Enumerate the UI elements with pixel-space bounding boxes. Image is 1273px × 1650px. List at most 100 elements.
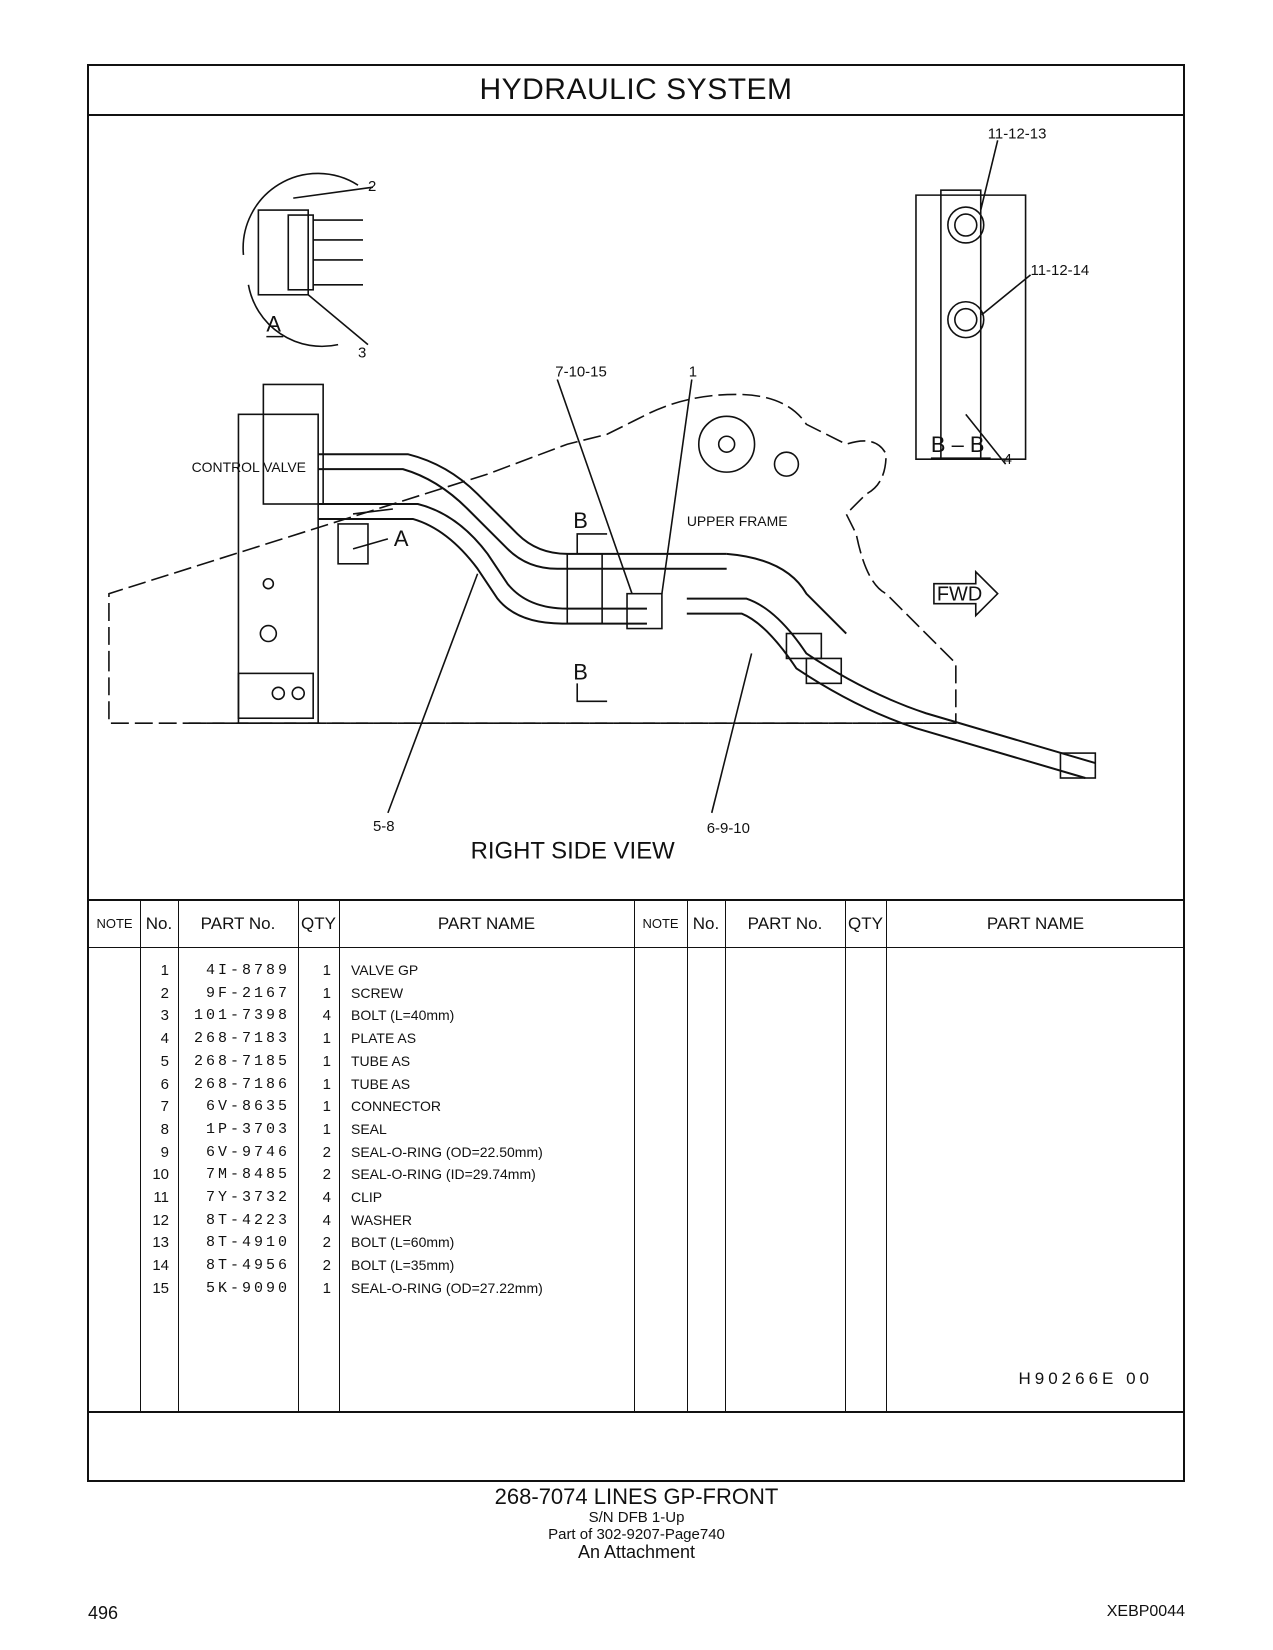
row-part-name: CLIP <box>351 1189 383 1205</box>
caption-attachment: An Attachment <box>577 1542 696 1562</box>
row-quantity: 1 <box>322 962 331 979</box>
fwd-label: FWD <box>937 584 982 606</box>
parts-table: NOTE No. PART No. QTY PART NAME NOTE No.… <box>89 899 1183 1413</box>
header-partname-right: PART NAME <box>986 914 1085 933</box>
row-number: 15 <box>152 1279 169 1297</box>
row-number: 7 <box>160 1098 169 1116</box>
row-part-number: 9F-2167 <box>205 984 290 1002</box>
row-part-name: BOLT (L=40mm) <box>351 1007 455 1024</box>
document-code: XEBP0044 <box>1106 1603 1185 1620</box>
row-number: 3 <box>160 1007 169 1025</box>
row-number: 14 <box>152 1257 169 1275</box>
row-number: 4 <box>160 1030 169 1048</box>
col-qty-right <box>845 901 887 1411</box>
header-partno-right: PART No. <box>747 914 823 933</box>
header-partno-left: PART No. <box>200 914 276 933</box>
header-no-right: No. <box>692 914 720 933</box>
row-quantity: 1 <box>322 1279 331 1297</box>
col-no-left <box>140 901 179 1411</box>
col-partno-right <box>725 901 846 1411</box>
callout-7-10-15: 7-10-15 <box>555 363 607 380</box>
drawing-code: H90266E 00 <box>1018 1369 1153 1388</box>
row-number: 6 <box>160 1075 169 1093</box>
row-part-name: SEAL <box>351 1120 387 1137</box>
row-part-number: 5K-9090 <box>205 1279 290 1297</box>
header-note-right: NOTE <box>642 916 679 931</box>
col-qty-left <box>298 901 340 1411</box>
row-part-number: 8T-4910 <box>205 1234 290 1252</box>
row-part-name: BOLT (L=60mm) <box>351 1234 455 1251</box>
callout-5-8: 5-8 <box>373 818 395 835</box>
row-quantity: 1 <box>322 1030 331 1048</box>
row-part-number: 1P-3703 <box>205 1120 290 1138</box>
control-valve-label: CONTROL VALVE <box>192 459 306 475</box>
row-quantity: 4 <box>322 1189 331 1206</box>
header-note-left: NOTE <box>96 916 133 931</box>
row-number: 13 <box>152 1234 169 1252</box>
header-no-left: No. <box>145 914 173 933</box>
callout-11-12-14: 11-12-14 <box>1031 262 1090 279</box>
row-number: 1 <box>160 962 169 979</box>
page-title: HYDRAULIC SYSTEM <box>89 66 1183 116</box>
row-part-number: 8T-4956 <box>205 1257 290 1275</box>
col-partno-left <box>178 901 299 1411</box>
row-part-name: SCREW <box>351 984 404 1001</box>
row-part-number: 7Y-3732 <box>205 1189 290 1206</box>
section-b-bottom: B <box>573 659 588 684</box>
caption-part-of: Part of 302-9207-Page740 <box>548 1526 725 1543</box>
header-qty-left: QTY <box>301 914 336 933</box>
callout-11-12-13: 11-12-13 <box>988 125 1047 142</box>
row-part-number: 6V-8635 <box>205 1098 290 1116</box>
col-no-right <box>687 901 726 1411</box>
callout-1: 1 <box>689 363 697 380</box>
row-part-name: PLATE AS <box>351 1030 417 1047</box>
row-number: 2 <box>160 984 169 1002</box>
row-number: 12 <box>152 1211 169 1229</box>
row-part-number: 4I-8789 <box>205 962 290 979</box>
row-quantity: 1 <box>322 1075 331 1093</box>
callout-3: 3 <box>358 345 366 362</box>
row-part-name: BOLT (L=35mm) <box>351 1257 455 1274</box>
view-caption: RIGHT SIDE VIEW <box>471 838 676 865</box>
row-part-number: 6V-9746 <box>205 1143 290 1161</box>
row-part-name: CONNECTOR <box>351 1098 441 1115</box>
section-bb-label: B – B <box>931 432 985 457</box>
col-note-right <box>634 901 688 1411</box>
callout-6-9-10: 6-9-10 <box>707 820 750 837</box>
row-part-name: TUBE AS <box>351 1052 411 1069</box>
row-quantity: 1 <box>322 1052 331 1070</box>
row-quantity: 4 <box>322 1007 331 1025</box>
header-qty-right: QTY <box>848 914 883 933</box>
row-number: 5 <box>160 1052 169 1070</box>
hydraulic-drawing: A 2 3 CONTROL VALVE A 7-10-15 1 B B UPPE… <box>89 114 1183 899</box>
detail-a-label: A <box>266 312 281 337</box>
callout-4: 4 <box>1004 451 1012 468</box>
row-number: 11 <box>153 1189 169 1206</box>
detail-a-outline <box>242 172 359 255</box>
row-number: 8 <box>160 1120 169 1138</box>
caption-title: 268-7074 LINES GP-FRONT <box>494 1484 779 1509</box>
row-quantity: 2 <box>322 1234 331 1252</box>
row-quantity: 4 <box>322 1211 331 1229</box>
arrow-a-label: A <box>394 526 409 551</box>
row-part-number: 8T-4223 <box>205 1211 290 1229</box>
row-part-number: 268-7186 <box>193 1075 290 1093</box>
row-quantity: 2 <box>322 1143 331 1161</box>
row-quantity: 1 <box>322 1120 331 1138</box>
page-number: 496 <box>88 1603 119 1623</box>
row-part-name: SEAL-O-RING (OD=27.22mm) <box>351 1279 543 1296</box>
row-part-name: VALVE GP <box>351 962 419 978</box>
parts-page-frame: HYDRAULIC SYSTEM <box>87 64 1185 1482</box>
row-part-name: TUBE AS <box>351 1075 411 1092</box>
col-note-left <box>89 901 141 1411</box>
row-quantity: 2 <box>322 1166 331 1184</box>
row-quantity: 1 <box>322 1098 331 1116</box>
row-part-name: SEAL-O-RING (OD=22.50mm) <box>351 1143 543 1160</box>
section-b-top: B <box>573 508 588 533</box>
header-partname-left: PART NAME <box>437 914 536 933</box>
col-name-left <box>339 901 635 1411</box>
row-quantity: 2 <box>322 1257 331 1275</box>
row-number: 10 <box>152 1166 169 1184</box>
upper-frame-label: UPPER FRAME <box>687 513 788 529</box>
row-number: 9 <box>160 1143 169 1161</box>
